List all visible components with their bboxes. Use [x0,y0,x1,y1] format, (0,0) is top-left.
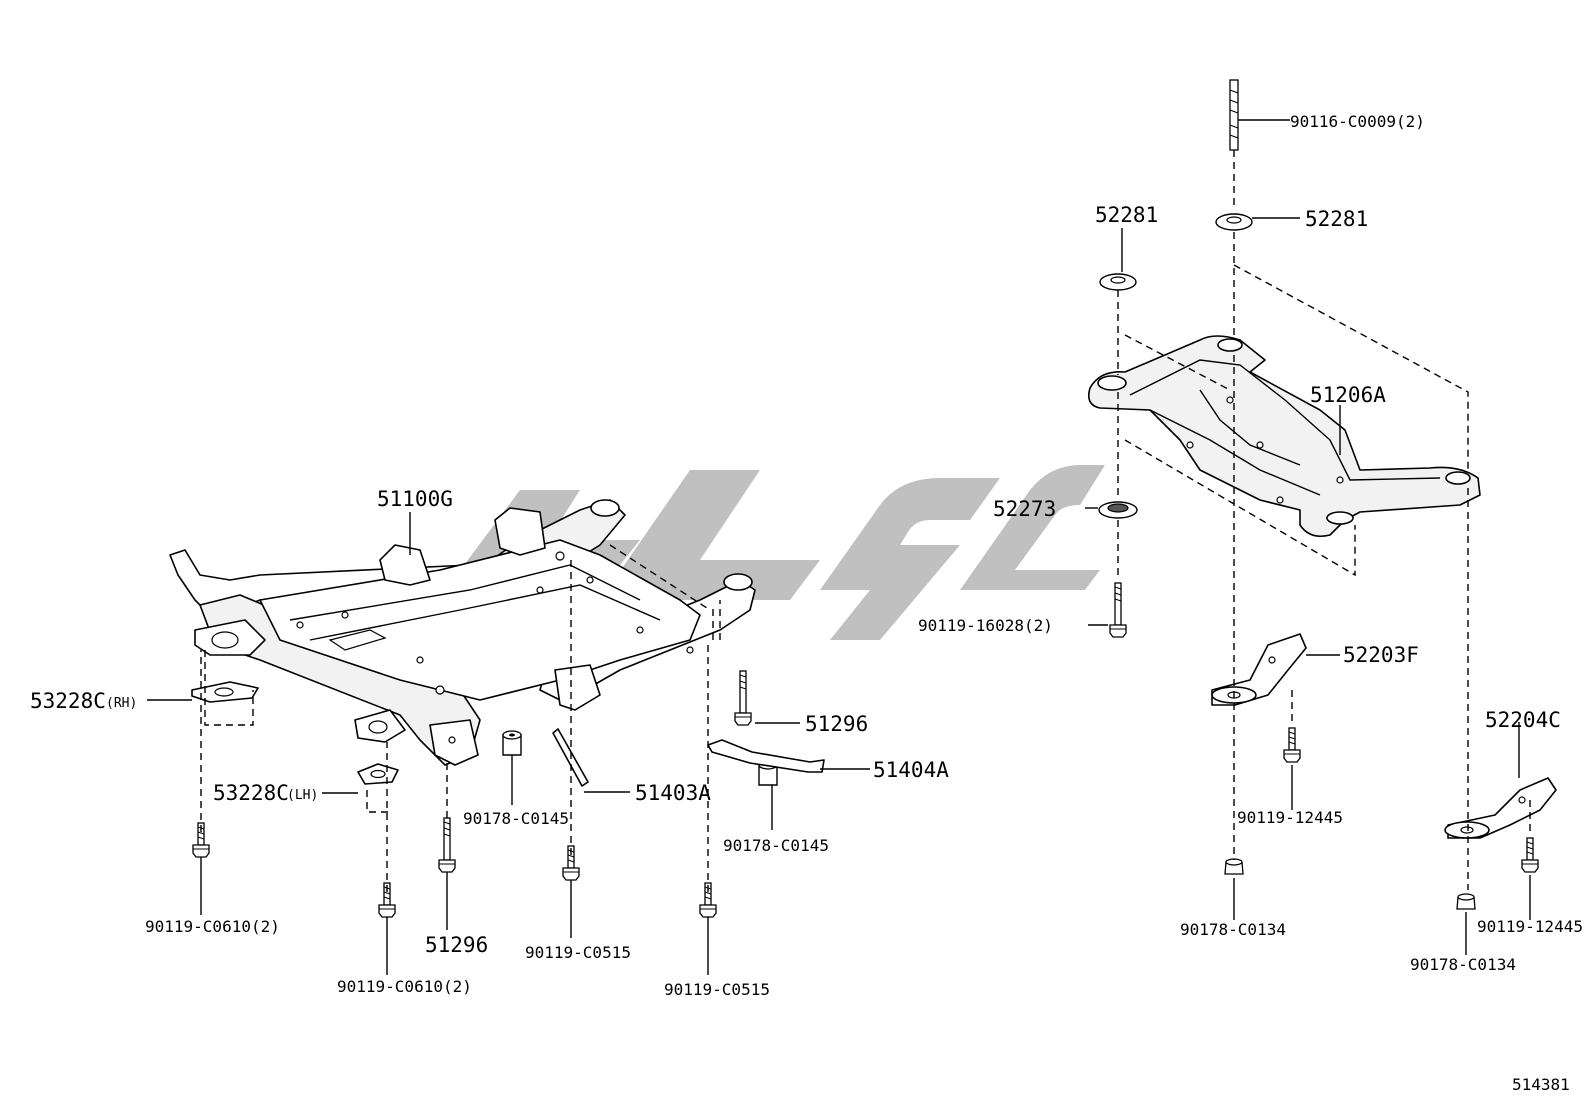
label-bolt-12445-right: 90119-12445 [1477,917,1583,936]
label-crossmember: 51206A [1310,383,1386,407]
label-stay-51403: 51403A [635,781,711,805]
rear-leader-lines [1085,119,1531,955]
stud-90116 [1229,79,1239,151]
label-frame: 51100G [377,487,453,511]
bolt-icon [1109,582,1127,638]
label-brace-f: 52203F [1343,643,1419,667]
bolt-icon [734,670,752,726]
label-washer-right: 52281 [1305,207,1368,231]
label-stopper: 52273 [993,497,1056,521]
label-stay-51404: 51404A [873,758,949,782]
label-bolt-16028: 90119-16028(2) [918,616,1053,635]
label-nut-c0134-right: 90178-C0134 [1410,955,1516,974]
label-washer-left: 52281 [1095,203,1158,227]
bolt-icon [438,817,456,873]
rear-labels: 90116-C0009(2) 52281 52281 51206A 52273 … [918,112,1583,974]
rear-guide-lines [1117,150,1531,890]
stay-51404a [707,739,825,773]
bolt-icon [1521,837,1539,873]
label-bolt-51296-center: 51296 [425,933,488,957]
rear-crossmember-51206a [1087,335,1481,538]
bracket-53228c-rh [191,681,259,703]
label-bracket-lh-side: (LH) [287,788,318,803]
bolt-icon [1283,727,1301,763]
diagram-id: 514381 [1512,1075,1570,1094]
label-bushing-right: 90178-C0145 [723,836,829,855]
bracket-53228c-lh [357,763,399,785]
label-nut-c0134-left: 90178-C0134 [1180,920,1286,939]
label-bolt-c0515-right: 90119-C0515 [664,980,770,999]
label-bolt-rh-bottom: 90119-C0610(2) [145,917,280,936]
washer-icon [1099,273,1137,291]
label-bolt-12445-left: 90119-12445 [1237,808,1343,827]
nut-icon [1456,893,1476,910]
label-bracket-lh: 53228C [213,781,289,805]
label-brace-c: 52204C [1485,708,1561,732]
label-stud: 90116-C0009(2) [1290,112,1425,131]
front-labels: 51100G 53228C (RH) 53228C (LH) 90119-C06… [30,487,949,999]
washer-icon [1215,213,1253,231]
nut-icon [1224,858,1244,875]
label-bracket-rh: 53228C [30,689,106,713]
front-leader-lines [147,512,870,975]
label-bolt-lh-bottom: 90119-C0610(2) [337,977,472,996]
label-bushing-left: 90178-C0145 [463,809,569,828]
front-subframe-51100g [169,499,756,766]
label-bolt-51296-right: 51296 [805,712,868,736]
front-guide-lines [200,544,721,892]
stopper-52273 [1098,501,1138,519]
label-bolt-c0515-center: 90119-C0515 [525,943,631,962]
label-bracket-rh-side: (RH) [106,696,137,711]
bushing-icon [502,730,522,756]
brace-52204c [1444,777,1557,839]
